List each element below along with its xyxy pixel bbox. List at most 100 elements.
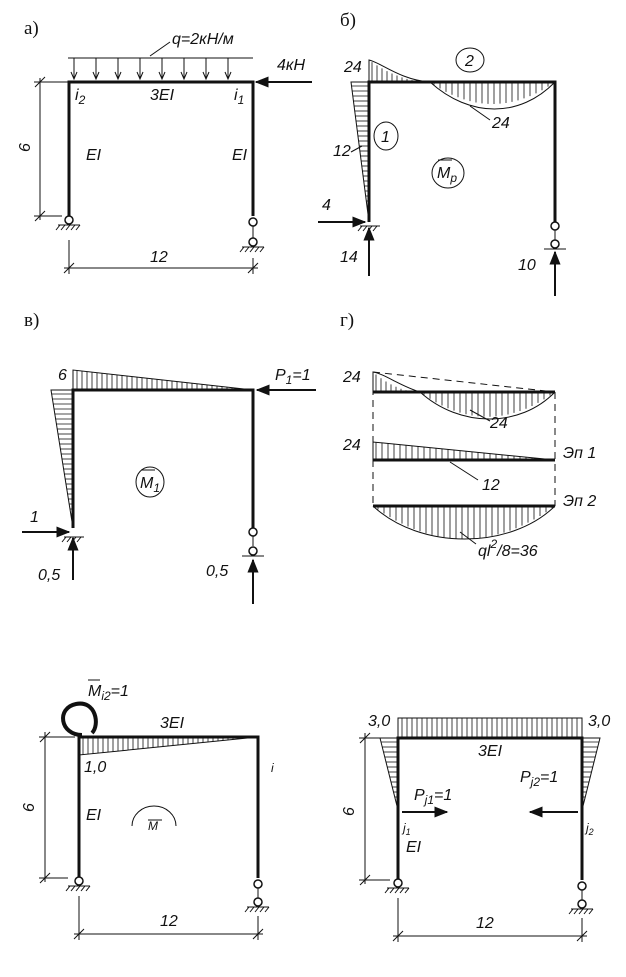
svg-text:2: 2 — [464, 53, 474, 70]
top-mid-value-g: 24 — [489, 415, 508, 432]
panel-g: г) 24 24 24 12 Эп 1 Эп 2 — [340, 310, 596, 560]
load-arrowhead — [180, 71, 188, 81]
span-label-e: 12 — [476, 915, 494, 932]
beam-stiffness-d: 3EI — [160, 715, 185, 732]
fixed-support-e — [384, 878, 410, 894]
circle-2: 2 — [455, 47, 485, 73]
height-dimension-d — [39, 731, 75, 884]
mid-value-g: 12 — [482, 477, 500, 494]
column-stiffness-e: EI — [406, 839, 422, 856]
left-column-stiffness: EI — [86, 147, 102, 164]
support-left-v — [61, 536, 84, 543]
panel-b-label: б) — [340, 10, 356, 31]
load-leader — [149, 41, 171, 57]
load-arrowhead — [136, 71, 144, 81]
left-reaction-b: 14 — [340, 249, 358, 266]
bot-leader-g — [459, 531, 477, 545]
frame-e — [396, 736, 584, 880]
roller-support-e — [568, 881, 594, 915]
diagram-top-g — [372, 371, 556, 420]
right-value-e: 3,0 — [588, 713, 610, 730]
unit-force-label-v: P1=1 — [275, 367, 311, 387]
i2-label: i2 — [75, 87, 86, 107]
distributed-load — [68, 57, 253, 81]
mid-leader-g — [449, 461, 479, 481]
diagram-name-b: Mp — [431, 157, 465, 189]
j1-label: j1 — [401, 821, 411, 837]
i1-label: i1 — [234, 87, 244, 107]
parabola-formula: ql2/8=36 — [478, 537, 538, 560]
span-label: 12 — [150, 249, 168, 266]
load-arrowhead — [114, 71, 122, 81]
frame-a — [67, 80, 255, 216]
beam-stiffness-e: 3EI — [478, 743, 503, 760]
right-mark-d: i — [271, 761, 274, 775]
h-reaction-v: 1 — [30, 509, 39, 526]
right-reaction-v: 0,5 — [206, 563, 228, 580]
panel-g-label: г) — [340, 310, 354, 331]
corner-moment-v: 6 — [58, 367, 67, 384]
unit-moment-label: Mi2=1 — [88, 683, 129, 703]
span-dimension-e — [392, 898, 588, 942]
unit-moment-loop — [61, 701, 98, 737]
column-moment-b: 12 — [333, 143, 351, 160]
top-left-value-g: 24 — [342, 369, 361, 386]
load-arrowhead — [202, 71, 210, 81]
height-label: 6 — [17, 143, 34, 152]
load-arrowhead — [92, 71, 100, 81]
svg-text:Mp: Mp — [437, 165, 457, 185]
right-column-stiffness: EI — [232, 147, 248, 164]
roller-support-d — [244, 879, 270, 913]
fixed-support-left — [55, 215, 81, 231]
h-reaction-b: 4 — [322, 197, 331, 214]
moment-diagram-d — [78, 736, 259, 756]
left-reaction-v: 0,5 — [38, 567, 60, 584]
diagram-name-d: M — [131, 805, 177, 833]
roller-support-b — [544, 221, 566, 250]
height-label-e: 6 — [341, 807, 358, 816]
frame-v — [71, 388, 255, 528]
svg-text:M1: M1 — [140, 475, 160, 495]
corner-value-d: 1,0 — [84, 759, 106, 776]
beam-stiffness-label: 3EI — [150, 87, 175, 104]
diagram-name-v: M1 — [135, 466, 165, 498]
panel-b: б) 24 24 12 2 1 Mp 4 — [318, 10, 566, 296]
svg-text:1: 1 — [381, 129, 390, 146]
diagram-ep2 — [372, 504, 556, 540]
load-arrowhead — [70, 71, 78, 81]
height-label-d: 6 — [21, 803, 38, 812]
panel-v-label: в) — [24, 310, 39, 331]
diagram-ep1 — [372, 441, 556, 462]
corner-moment-b: 24 — [343, 59, 362, 76]
moment-diagram-e — [379, 717, 601, 811]
load-arrowhead — [158, 71, 166, 81]
panel-e: 3,0 3,0 3EI Pj1=1 Pj2=1 j1 j2 EI — [341, 713, 610, 942]
height-dimension — [34, 76, 69, 222]
panel-a: а) q=2кН/м 4кН i2 i1 3EI EI EI — [17, 18, 312, 274]
span-dimension — [63, 240, 259, 274]
beam-moment-b: 24 — [491, 115, 510, 132]
beam-leader-b — [469, 105, 491, 121]
left-value-e: 3,0 — [368, 713, 390, 730]
support-left-b — [357, 225, 380, 232]
roller-support-right — [239, 217, 265, 253]
panel-a-label: а) — [24, 18, 39, 39]
frame-b — [367, 80, 557, 222]
span-dimension-d — [73, 896, 264, 940]
load-arrowhead — [224, 71, 232, 81]
p-right-label: Pj2=1 — [520, 769, 558, 789]
circle-1: 1 — [373, 121, 399, 151]
moment-diagram-v — [50, 369, 254, 529]
span-label-d: 12 — [160, 913, 178, 930]
panel-v: в) 6 P1=1 M1 1 0,5 0,5 — [22, 310, 316, 604]
frame-d — [77, 735, 260, 878]
mid-left-value-g: 24 — [342, 437, 361, 454]
right-reaction-b: 10 — [518, 257, 536, 274]
fixed-support-d — [65, 876, 91, 892]
ep2-label: Эп 2 — [563, 493, 596, 510]
height-dimension-e — [359, 732, 390, 886]
column-leader-b — [350, 145, 363, 153]
svg-text:M: M — [148, 819, 158, 833]
load-label: q=2кН/м — [172, 31, 234, 48]
